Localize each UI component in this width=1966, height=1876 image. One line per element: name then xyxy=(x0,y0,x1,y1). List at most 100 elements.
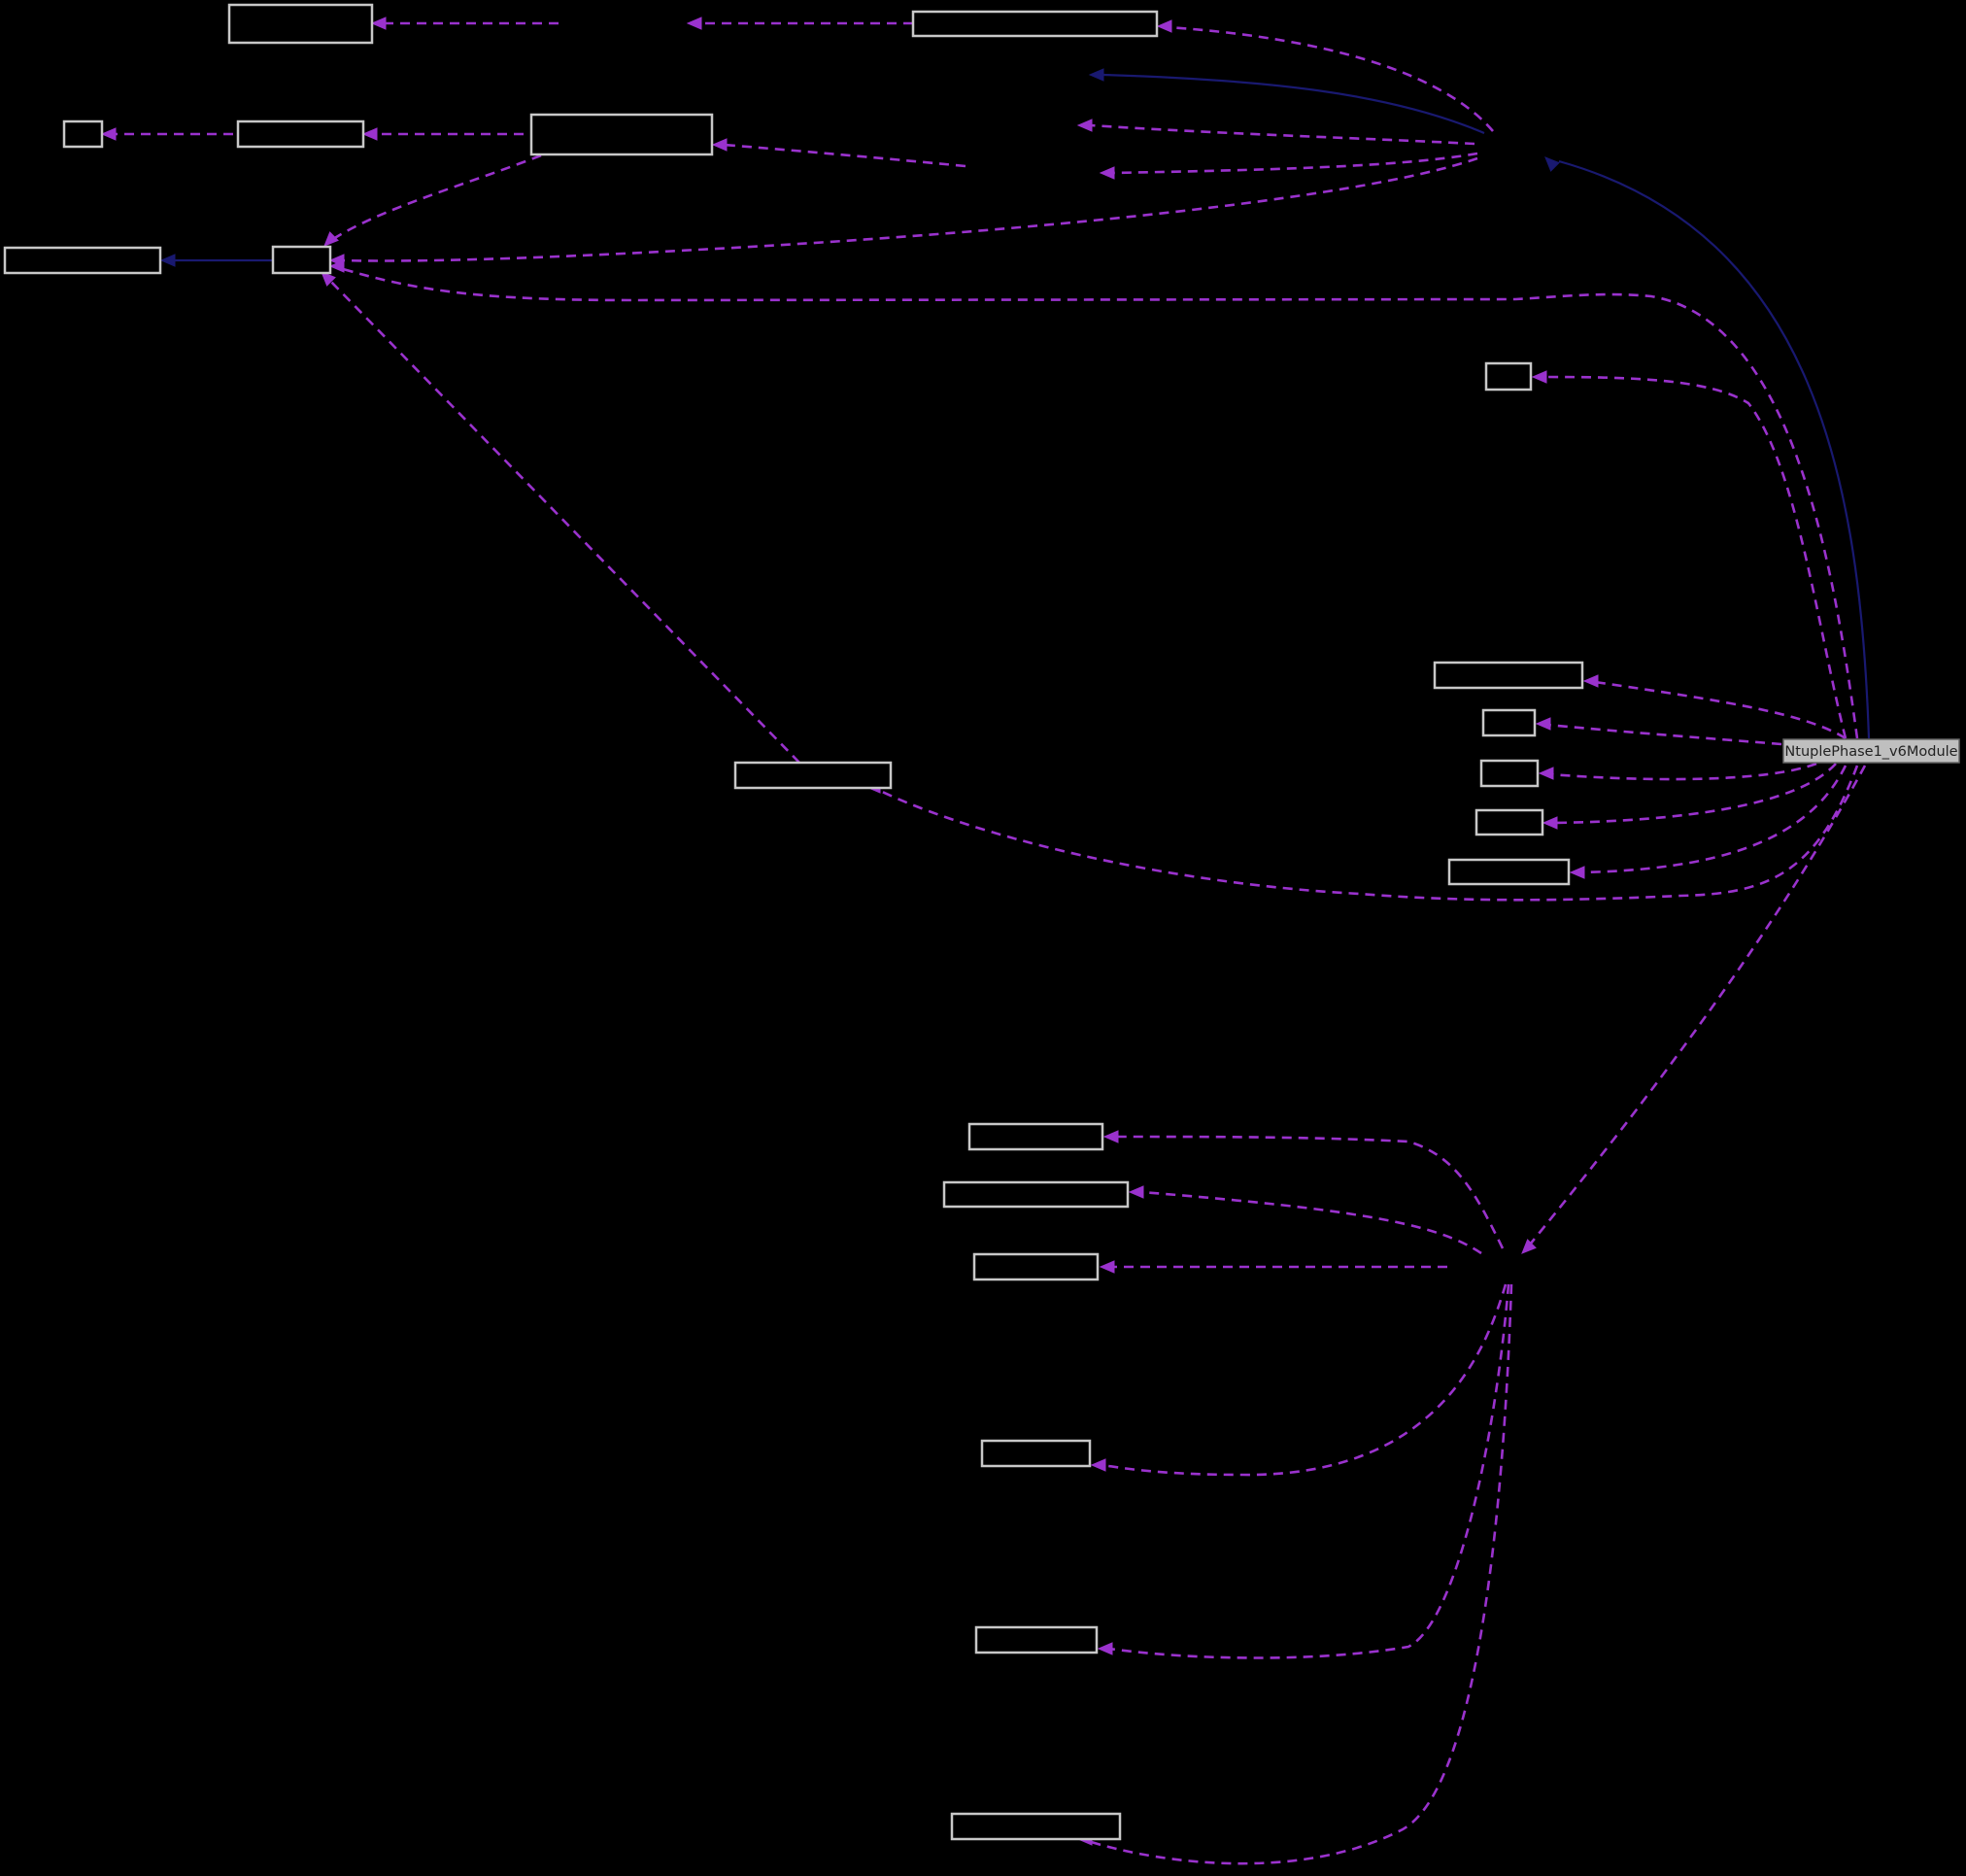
usage-edge xyxy=(361,127,524,141)
nodes-layer xyxy=(3,3,1584,1841)
class-node-box[interactable] xyxy=(974,1625,1099,1654)
usage-edge xyxy=(328,156,1478,267)
main-node-ntuplephase1-v6module[interactable]: NtuplePhase1_v6Module xyxy=(1782,738,1960,764)
arrowhead-icon xyxy=(159,254,176,267)
arrowhead-icon xyxy=(1538,767,1554,780)
class-node[interactable] xyxy=(3,246,162,275)
usage-edge xyxy=(686,17,913,30)
class-node-box[interactable] xyxy=(1433,661,1584,690)
inheritance-edge-path xyxy=(1558,159,1871,739)
arrowhead-icon xyxy=(711,138,728,152)
hidden-node xyxy=(1088,58,1486,194)
usage-edge-path xyxy=(1549,762,1817,781)
usage-edge xyxy=(1156,19,1494,132)
class-node-box[interactable] xyxy=(227,3,374,45)
arrowhead-icon xyxy=(1099,166,1115,180)
class-node[interactable] xyxy=(972,1252,1100,1281)
arrowhead-icon xyxy=(686,17,702,30)
arrowhead-icon xyxy=(370,17,387,30)
inheritance-edge xyxy=(159,254,273,267)
arrowhead-icon xyxy=(1156,19,1172,33)
class-node-box[interactable] xyxy=(1474,808,1544,836)
usage-edge xyxy=(1076,119,1475,146)
class-node-box[interactable] xyxy=(942,1180,1130,1209)
usage-edge-path xyxy=(1594,680,1847,740)
class-node[interactable] xyxy=(62,119,104,149)
hidden-node xyxy=(1447,1253,1525,1287)
usage-edge xyxy=(1097,1283,1510,1659)
class-node[interactable] xyxy=(974,1625,1099,1654)
class-node-box[interactable] xyxy=(3,246,162,275)
arrowhead-icon xyxy=(321,271,336,287)
class-node[interactable] xyxy=(529,113,714,156)
inheritance-edge-path xyxy=(1102,73,1485,135)
class-node[interactable] xyxy=(1447,858,1571,886)
class-node-box[interactable] xyxy=(271,245,332,275)
arrowhead-icon xyxy=(1569,866,1585,879)
class-node-box[interactable] xyxy=(62,119,104,149)
usage-edge xyxy=(321,271,800,764)
class-node[interactable] xyxy=(236,119,365,149)
class-node-box[interactable] xyxy=(733,761,893,790)
usage-edge xyxy=(1531,370,1847,739)
usage-edge-path xyxy=(329,153,542,243)
arrowhead-icon xyxy=(1535,717,1551,731)
usage-edge-path xyxy=(1108,1283,1510,1659)
usage-edge xyxy=(1538,762,1817,781)
usage-edge xyxy=(864,765,1859,902)
class-node[interactable] xyxy=(950,1812,1122,1841)
class-node-box[interactable] xyxy=(1479,759,1540,788)
class-node-box[interactable] xyxy=(1447,858,1571,886)
usage-edge-path xyxy=(1140,1190,1482,1255)
class-node-box[interactable] xyxy=(1481,708,1537,737)
class-node[interactable] xyxy=(733,761,893,790)
class-node-box[interactable] xyxy=(1484,361,1533,392)
usage-edge-path xyxy=(339,266,1859,739)
usage-edge-path xyxy=(1542,375,1847,739)
class-node-box[interactable] xyxy=(972,1252,1100,1281)
class-node[interactable] xyxy=(967,1122,1104,1151)
class-node[interactable] xyxy=(1481,708,1537,737)
class-node[interactable] xyxy=(1474,808,1544,836)
usage-edge xyxy=(328,259,1859,739)
usage-edge-path xyxy=(1167,25,1494,132)
arrowhead-icon xyxy=(323,231,339,247)
usage-edge xyxy=(1102,1130,1505,1249)
class-node[interactable] xyxy=(1433,661,1584,690)
class-node-box[interactable] xyxy=(967,1122,1104,1151)
class-node-box[interactable] xyxy=(529,113,714,156)
usage-edge xyxy=(1090,1283,1508,1477)
usage-edge-path xyxy=(1553,763,1837,825)
inheritance-edge xyxy=(1544,156,1871,739)
usage-edge-path xyxy=(1087,1283,1513,1865)
usage-edge-path xyxy=(1111,152,1478,175)
usage-edge xyxy=(1535,717,1782,746)
class-node[interactable] xyxy=(980,1439,1092,1468)
main-node-box[interactable] xyxy=(1782,738,1960,764)
arrowhead-icon xyxy=(1531,370,1547,384)
edges-layer xyxy=(100,17,1871,1865)
hidden-node xyxy=(966,146,1083,185)
usage-edge xyxy=(370,17,559,30)
usage-edge xyxy=(1582,674,1847,740)
class-node[interactable] xyxy=(942,1180,1130,1209)
usage-edge xyxy=(1569,765,1847,879)
arrowhead-icon xyxy=(1521,1239,1537,1254)
usage-edge-path xyxy=(1545,723,1782,746)
usage-edge-path xyxy=(875,765,1859,902)
usage-edge-path xyxy=(1580,765,1847,874)
usage-edge xyxy=(323,153,542,247)
arrowhead-icon xyxy=(1088,68,1104,82)
class-node[interactable] xyxy=(911,10,1159,38)
class-node[interactable] xyxy=(1484,361,1533,392)
arrowhead-icon xyxy=(361,127,378,141)
class-node[interactable] xyxy=(227,3,374,45)
class-node-box[interactable] xyxy=(950,1812,1122,1841)
class-node[interactable] xyxy=(1479,759,1540,788)
class-node-box[interactable] xyxy=(236,119,365,149)
usage-edge xyxy=(711,138,966,168)
class-node-box[interactable] xyxy=(980,1439,1092,1468)
class-node[interactable] xyxy=(271,245,332,275)
class-node-box[interactable] xyxy=(911,10,1159,38)
usage-edge-path xyxy=(1114,1135,1505,1249)
